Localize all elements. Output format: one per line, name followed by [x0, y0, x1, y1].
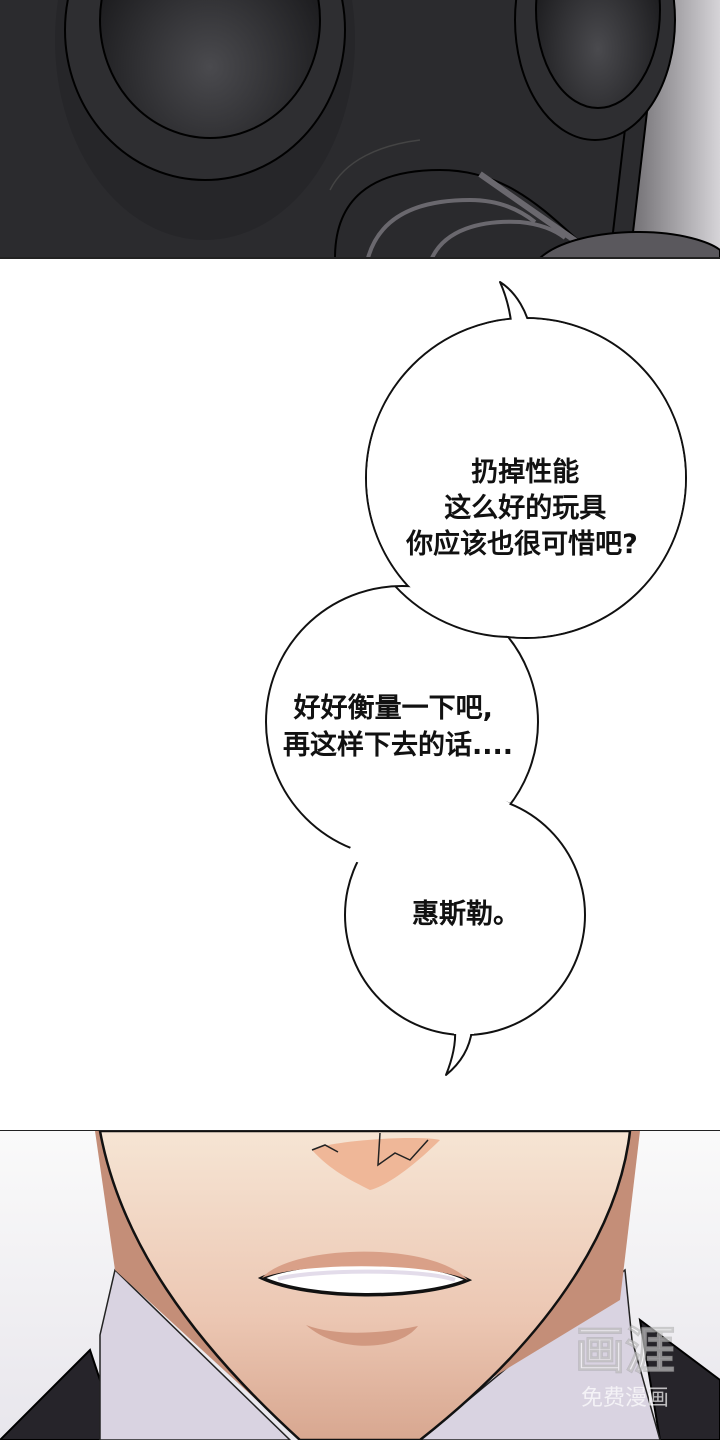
- bubble-2-line-2: 再这样下去的话....: [283, 729, 513, 761]
- speech-bubbles: 扔掉性能 这么好的玩具 你应该也很可惜吧? 好好衡量一下吧, 再这样下去的话..…: [265, 281, 687, 1076]
- mask-right-eye: [514, 0, 676, 141]
- panel-top-gas-mask: [0, 0, 720, 258]
- mask-filter: [329, 139, 602, 258]
- bubble-3-text: 惠斯勒。: [412, 899, 520, 930]
- bubble-3-line-1: 惠斯勒。: [412, 899, 520, 930]
- panel-bottom-face: 画涯 免费漫画: [0, 1131, 720, 1440]
- mask-left-eye: [55, 0, 355, 240]
- bubble-1-line-1: 扔掉性能: [471, 456, 579, 488]
- bubble-1-line-3: 你应该也很可惜吧?: [405, 528, 638, 560]
- bubble-2-text: 好好衡量一下吧, 再这样下去的话....: [283, 693, 513, 761]
- bubble-1-line-2: 这么好的玩具: [444, 492, 606, 524]
- bubble-2-line-1: 好好衡量一下吧,: [293, 693, 493, 724]
- bubble-1-text: 扔掉性能 这么好的玩具 你应该也很可惜吧?: [405, 456, 638, 560]
- watermark-logo: 画涯: [575, 1322, 675, 1380]
- watermark-tagline: 免费漫画: [581, 1386, 669, 1411]
- watermark: 画涯 免费漫画: [575, 1322, 676, 1412]
